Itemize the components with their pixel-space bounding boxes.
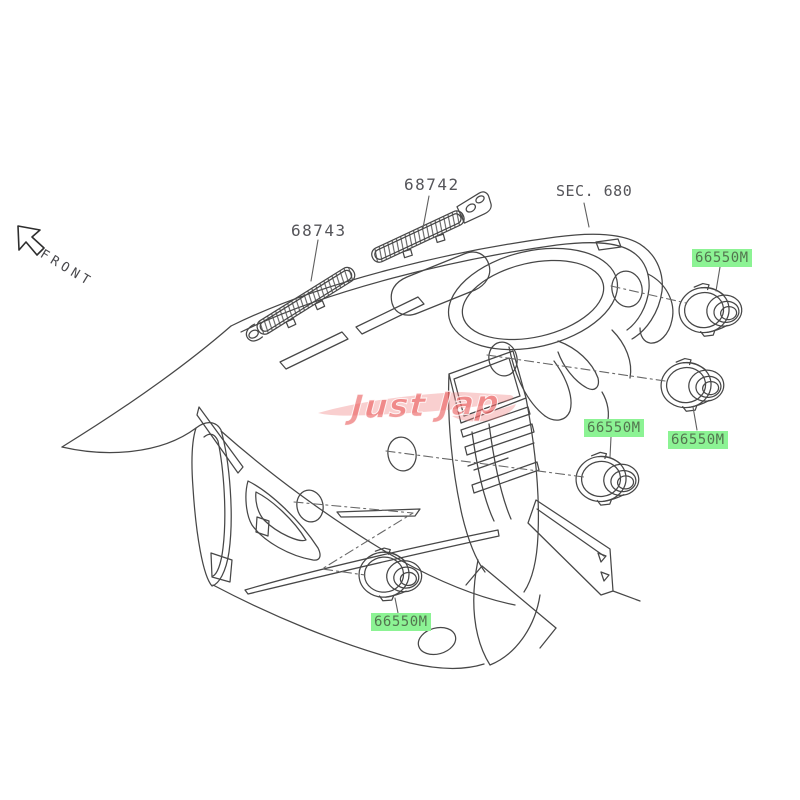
leader-lines [310,195,721,614]
part-label-66550m-top-right[interactable]: 66550M [692,249,752,268]
cluster-hood [447,247,619,351]
center-stack [417,350,541,666]
watermark-text: Just Jap [349,382,502,427]
vent-hole-middle [387,436,417,472]
vent-hole-center [488,341,518,377]
side-trim-strip [465,499,641,649]
front-arrow-icon [17,225,45,256]
defroster-grille-68743 [245,266,356,342]
vent-hole-lower-left [296,489,324,523]
part-label-66550m-right[interactable]: 66550M [668,431,728,450]
dashed-locator-lines [293,285,687,576]
part-label-66550m-middle[interactable]: 66550M [584,419,644,438]
knee-panel [191,406,516,669]
vent-hole-right [611,270,643,308]
part-label-66550m-bottom[interactable]: 66550M [371,613,431,632]
part-label-68743: 68743 [291,221,347,240]
section-ref-label: SEC. 680 [556,182,633,200]
part-label-68742: 68742 [404,175,460,194]
defroster-grille-68742 [371,191,492,263]
